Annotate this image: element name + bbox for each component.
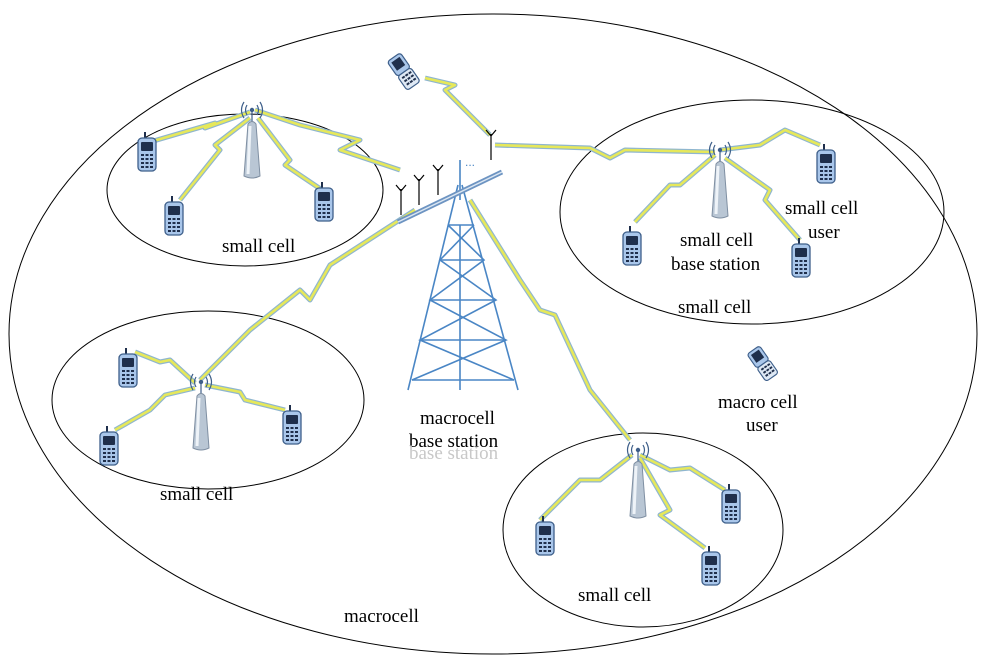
small-cell-mid-left-label: small cell — [160, 484, 233, 505]
small-cell-top-left-label: small cell — [222, 236, 295, 257]
mobile-phone-icon — [99, 426, 119, 466]
antenna-icon — [432, 164, 444, 196]
antenna-icon — [413, 174, 425, 206]
wireless-links — [113, 75, 821, 551]
macrocell-base-station-label-line1: macrocell — [420, 408, 495, 429]
small-cell-mid-left-boundary — [51, 310, 365, 490]
antenna-ellipsis: ... — [465, 155, 475, 169]
small-cell-user-label-line2: user — [808, 222, 840, 243]
mobile-phone-icon — [535, 516, 555, 556]
mobile-phone-icon — [137, 132, 157, 172]
small-cell-user-label-line1: small cell — [785, 198, 858, 219]
mobile-phone-icon — [164, 196, 184, 236]
flip-phone-icon — [746, 345, 780, 383]
macro-cell-user-label-line2: user — [746, 415, 778, 436]
small-cell-top-right-label: small cell — [678, 297, 751, 318]
macrocell-label: macrocell — [344, 606, 419, 627]
mobile-phone-icon — [791, 238, 811, 278]
flip-phone-icon — [386, 52, 421, 92]
small-cell-bottom-right-boundary — [502, 432, 784, 628]
small-cell-base-station-label-line1: small cell — [680, 230, 753, 251]
mobile-phone-icon — [816, 144, 836, 184]
mobile-phone-icon — [314, 182, 334, 222]
small-cell-bottom-right-label: small cell — [578, 585, 651, 606]
macro-cell-user-label-line1: macro cell — [718, 392, 798, 413]
mobile-phone-icon — [118, 348, 138, 388]
macrocell-base-station-tower: ... — [395, 129, 519, 391]
mobile-phone-icon — [622, 226, 642, 266]
antenna-icon — [395, 184, 407, 216]
macrocell-base-station-label-shadow: base station — [409, 443, 499, 464]
macrocell-boundary — [8, 13, 978, 655]
mobile-phone-icon — [282, 405, 302, 445]
macrocell-base-station-label-line2: base station — [409, 431, 499, 452]
mobile-phone-icon — [721, 484, 741, 524]
small-cell-base-station-label-line2: base station — [671, 254, 761, 275]
cell-tower-icon — [407, 160, 519, 391]
mobile-phone-icon — [701, 546, 721, 586]
small-cell-top-right-boundary — [559, 99, 945, 325]
